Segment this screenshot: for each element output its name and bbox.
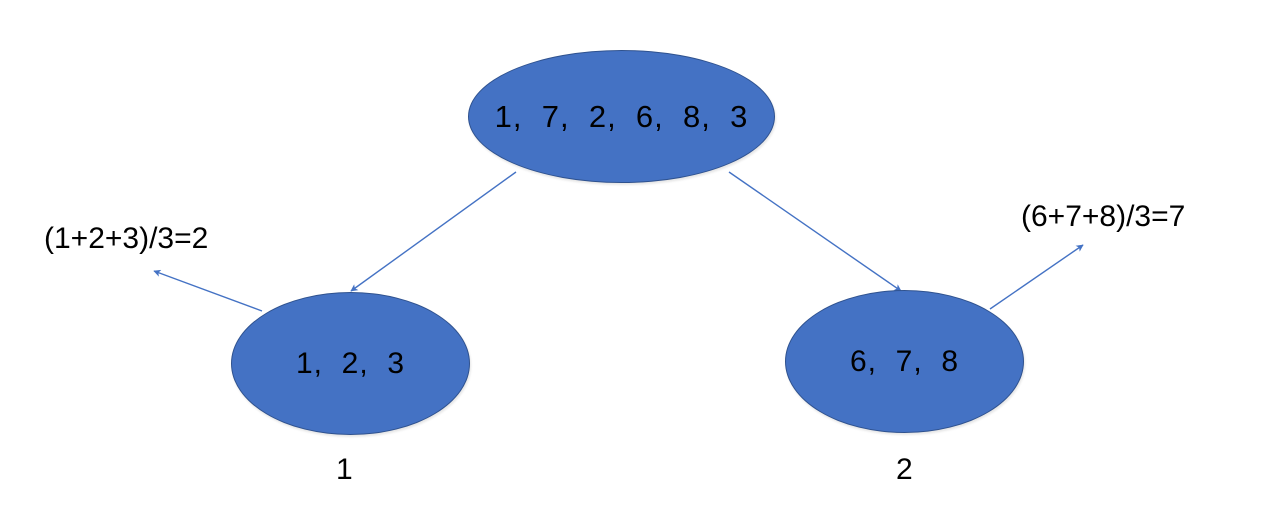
annotation-arrow-right [989, 244, 1084, 310]
node-root-label: 1, 7, 2, 6, 8, 3 [494, 99, 749, 134]
edge-root-to-right [728, 171, 902, 292]
annotation-arrow-left [153, 269, 263, 312]
node-right-child[interactable]: 6, 7, 8 [785, 290, 1024, 433]
node-left-child[interactable]: 1, 2, 3 [231, 292, 470, 435]
annotation-left-mean: (1+2+3)/3=2 [44, 222, 209, 255]
node-left-child-label: 1, 2, 3 [295, 346, 406, 380]
caption-left-child: 1 [336, 453, 353, 486]
node-right-child-label: 6, 7, 8 [849, 344, 960, 378]
edge-root-to-left [350, 171, 517, 292]
caption-right-child: 2 [896, 453, 913, 486]
node-root[interactable]: 1, 7, 2, 6, 8, 3 [468, 50, 775, 183]
annotation-right-mean: (6+7+8)/3=7 [1021, 200, 1186, 233]
